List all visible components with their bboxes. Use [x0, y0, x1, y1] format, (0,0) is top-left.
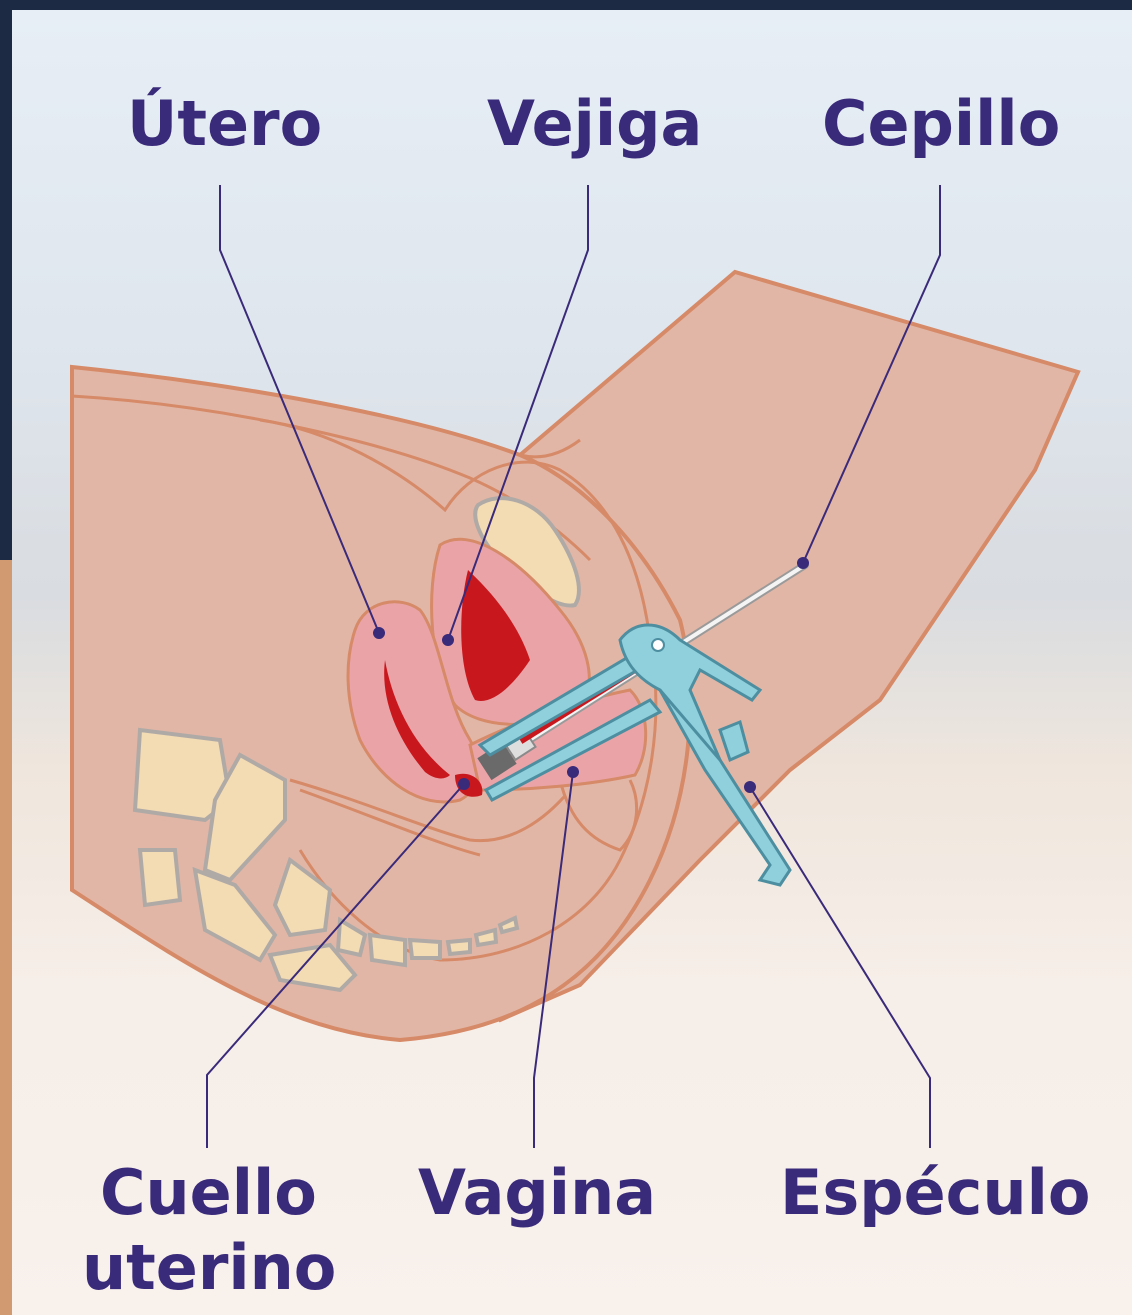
vertebra-10 — [448, 940, 470, 954]
dot-utero — [373, 627, 385, 639]
vertebra-9 — [410, 940, 440, 958]
dot-cepillo — [797, 557, 809, 569]
speculum-pivot — [652, 639, 664, 651]
label-cuello-line2: uterino — [82, 1232, 336, 1304]
vertebra-8 — [370, 935, 405, 965]
leader-especulo — [750, 787, 930, 1148]
dot-vejiga — [442, 634, 454, 646]
dot-cuello — [458, 778, 470, 790]
label-especulo: Espéculo — [780, 1157, 1090, 1229]
vertebra-11 — [476, 930, 496, 945]
label-cuello-line1: Cuello — [100, 1157, 317, 1229]
dot-especulo — [744, 781, 756, 793]
label-utero: Útero — [127, 88, 322, 160]
label-vagina: Vagina — [418, 1157, 656, 1229]
dot-vagina — [567, 766, 579, 778]
label-vejiga: Vejiga — [487, 88, 702, 160]
vertebra-3 — [140, 850, 180, 905]
label-cepillo: Cepillo — [822, 88, 1060, 160]
